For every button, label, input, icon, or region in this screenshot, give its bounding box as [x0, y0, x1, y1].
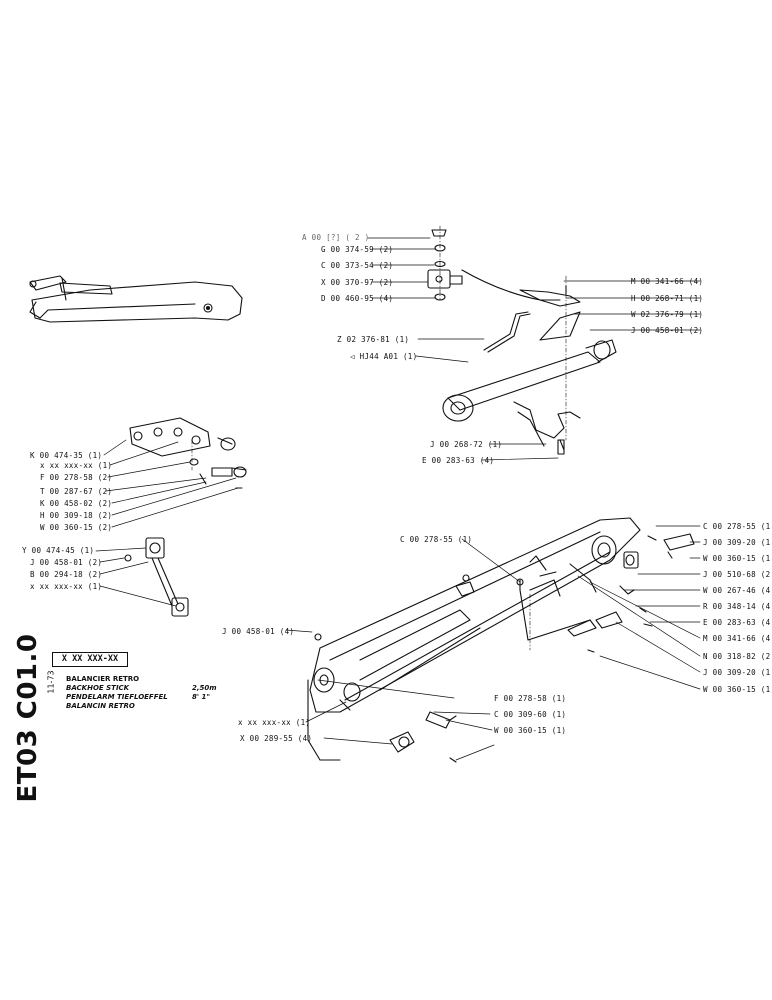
part-label: X 00 370-97 (2)	[321, 278, 394, 287]
part-label: W 02 376-79 (1)	[631, 310, 704, 319]
part-label: J 00 458-01 (2)	[631, 326, 704, 335]
part-label: x xx xxx-xx (1)	[30, 582, 103, 591]
part-label: C 00 278-55 (1)	[400, 535, 473, 544]
part-label: W 00 360-15 (1)	[494, 726, 567, 735]
title-line-de: PENDELARM TIEFLOEFFEL	[66, 693, 168, 701]
drawing-date-text: 11-73	[46, 670, 56, 694]
part-label: C 00 278-55 (1	[703, 522, 771, 531]
part-label: X 00 289-55 (4)	[240, 734, 313, 743]
part-label: N 00 318-82 (2	[703, 652, 771, 661]
part-label: W 00 360-15 (1	[703, 554, 771, 563]
title-line-fr: BALANCIER RETRO	[66, 675, 140, 683]
part-label: T 00 287-67 (2)	[40, 487, 113, 496]
part-label: E 00 283-63 (4)	[422, 456, 495, 465]
part-label: B 00 294-18 (2)	[30, 570, 103, 579]
part-label: D 00 460-95 (4)	[321, 294, 394, 303]
part-label: x xx xxx-xx (1)	[40, 461, 113, 470]
part-label: F 00 278-58 (2)	[40, 473, 113, 482]
part-label: C 00 373-54 (2)	[321, 261, 394, 270]
part-label: K 00 458-02 (2)	[40, 499, 113, 508]
part-label: R 00 348-14 (4	[703, 602, 771, 611]
assembly-part-number: X XX XXX-XX	[52, 652, 128, 667]
overview-stick-thumbnail	[29, 275, 243, 323]
part-label: W 00 267-46 (4	[703, 586, 771, 595]
part-label: J 00 458-01 (2)	[30, 558, 103, 567]
part-label: ◁ HJ44 A01 (1)	[350, 352, 418, 361]
part-label: M 00 341-66 (4	[703, 634, 771, 643]
part-label: E 00 283-63 (4	[703, 618, 771, 627]
center-lines	[191, 225, 567, 651]
part-label: A 00 [?] ( 2 )	[302, 233, 370, 242]
part-label: M 00 341-66 (4)	[631, 277, 704, 286]
title-line-en-size: 2,50m	[192, 684, 217, 692]
main-stick-body	[307, 517, 695, 763]
part-label: J 00 268-72 (1)	[430, 440, 503, 449]
part-label: J 00 458-01 (4)	[222, 627, 295, 636]
part-label: J 00 309-20 (1	[703, 668, 771, 677]
drawing-code-text: ET03 C01.0	[13, 633, 43, 803]
upper-link-assembly	[129, 417, 247, 489]
title-line-es: BALANCIN RETRO	[66, 702, 135, 710]
title-line-en: BACKHOE STICK	[66, 684, 130, 692]
part-label: Z 02 376-81 (1)	[337, 335, 410, 344]
part-label: W 00 360-15 (2)	[40, 523, 113, 532]
cylinder-assembly	[427, 229, 617, 455]
part-label: J 00 510-68 (2	[703, 570, 771, 579]
part-label: W 00 360-15 (1	[703, 685, 771, 694]
title-line-de-size: 8' 1"	[192, 693, 210, 701]
part-label-text: HJ44 A01 (1)	[359, 352, 418, 361]
part-label: K 00 474-35 (1)	[30, 451, 103, 460]
part-label: H 00 309-18 (2)	[40, 511, 113, 520]
part-label: C 00 309-60 (1)	[494, 710, 567, 719]
part-label: H 00 268-71 (1)	[631, 294, 704, 303]
part-label: J 00 309-20 (1	[703, 538, 771, 547]
part-label: x xx xxx-xx (1)	[238, 718, 311, 727]
part-label: Y 00 474-45 (1)	[22, 546, 95, 555]
part-label: G 00 374-59 (2)	[321, 245, 394, 254]
drawing-code: ET03 C01.0	[12, 634, 44, 803]
drawing-date: 11-73	[44, 662, 58, 702]
leader-lines	[95, 237, 701, 761]
lower-link-assembly	[124, 537, 189, 617]
part-label: F 00 278-58 (1)	[494, 694, 567, 703]
